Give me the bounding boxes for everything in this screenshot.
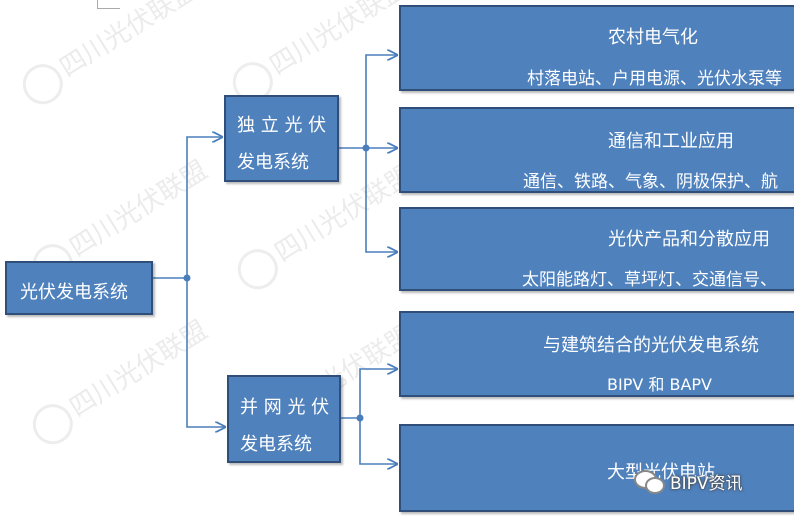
node-detail: 村落电站、户用电源、光伏水泵等 xyxy=(527,69,782,89)
node-grid-line1: 并 网 光 伏 xyxy=(240,397,330,418)
connector-branch1-bot xyxy=(365,148,397,252)
wechat-badge-label: BIPV资讯 xyxy=(670,473,743,494)
node-large-pv-plant: 大型光伏电站 xyxy=(399,424,794,512)
wechat-icon xyxy=(634,468,665,494)
node-detail: 通信、铁路、气象、阴极保护、航 xyxy=(523,172,778,192)
connector-root-down xyxy=(186,278,225,427)
node-title: 农村电气化 xyxy=(608,27,698,48)
node-detail: 太阳能路灯、草坪灯、交通信号、 xyxy=(522,270,777,290)
node-title: 通信和工业应用 xyxy=(608,131,734,152)
connector-branch2-bot xyxy=(359,418,397,464)
wechat-badge: BIPV资讯 xyxy=(634,465,743,497)
node-root: 光伏发电系统 xyxy=(5,261,153,315)
page-corner-mark xyxy=(97,0,120,9)
node-grid-line2: 发电系统 xyxy=(240,434,312,455)
node-grid-connected: 并 网 光 伏 发电系统 xyxy=(227,375,341,463)
connector-branch1-top xyxy=(365,55,397,148)
connector-branch2-top xyxy=(359,369,397,418)
node-products-distributed: 光伏产品和分散应用 太阳能路灯、草坪灯、交通信号、 xyxy=(399,207,794,291)
node-title: 光伏产品和分散应用 xyxy=(608,229,770,250)
node-standalone: 独 立 光 伏 发电系统 xyxy=(224,95,339,182)
node-rural-electrification: 农村电气化 村落电站、户用电源、光伏水泵等 xyxy=(399,5,794,91)
node-root-label: 光伏发电系统 xyxy=(20,282,128,303)
node-telecom-industrial: 通信和工业应用 通信、铁路、气象、阴极保护、航 xyxy=(399,107,794,193)
node-standalone-line1: 独 立 光 伏 xyxy=(237,115,327,136)
node-title: 与建筑结合的光伏发电系统 xyxy=(543,335,759,356)
junction-dot xyxy=(183,274,191,282)
junction-dot xyxy=(362,144,370,152)
node-detail: BIPV 和 BAPV xyxy=(607,375,712,394)
connector-root-up xyxy=(186,137,222,278)
node-standalone-line2: 发电系统 xyxy=(237,152,309,173)
node-bipv: 与建筑结合的光伏发电系统 BIPV 和 BAPV xyxy=(399,311,794,397)
junction-dot xyxy=(356,414,364,422)
